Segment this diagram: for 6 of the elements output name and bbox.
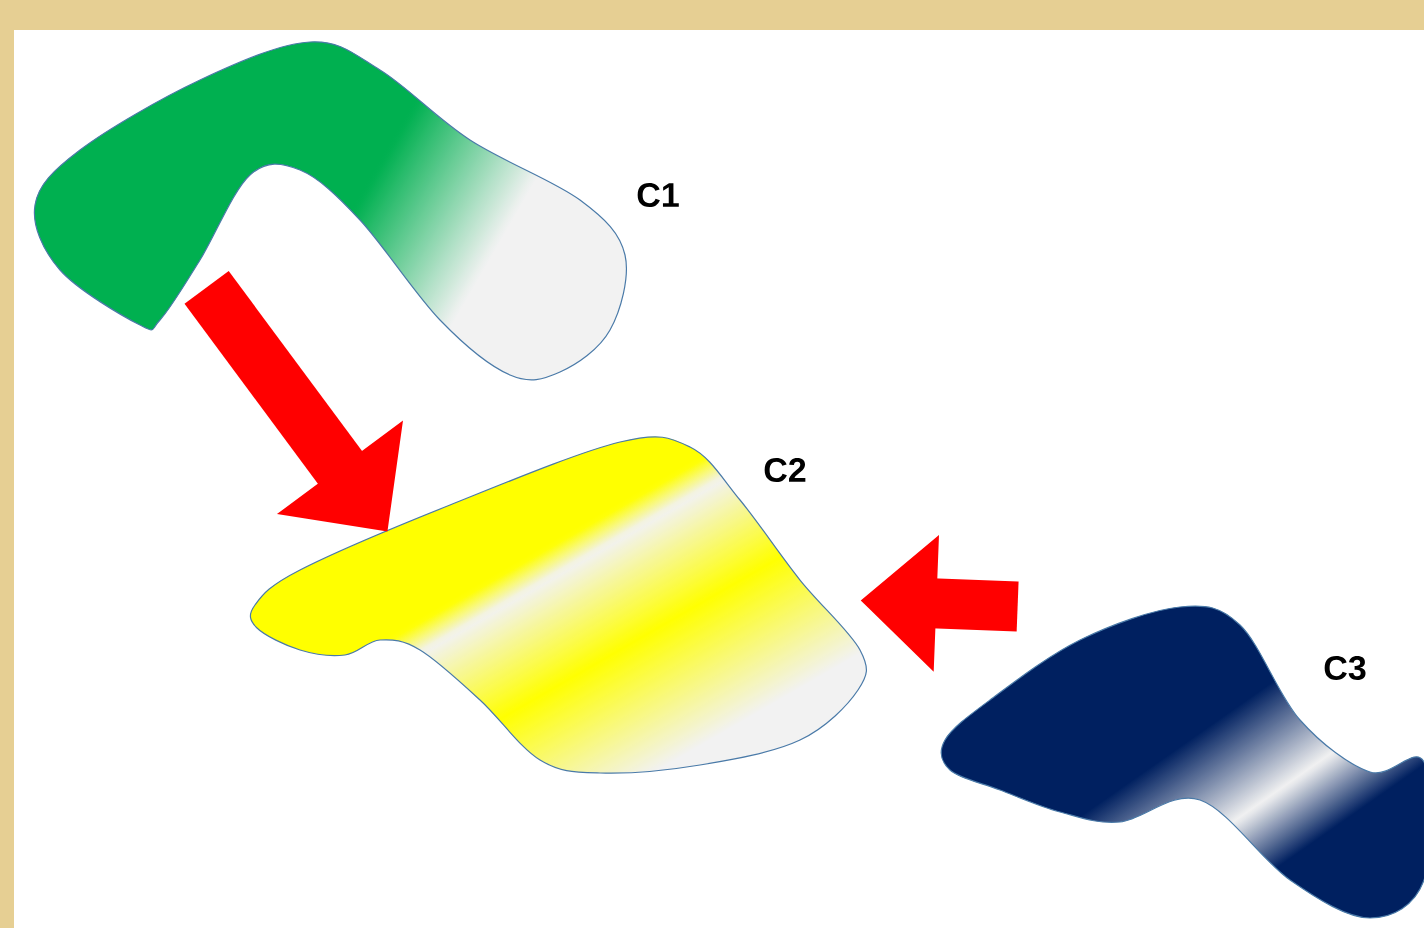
shape-label: C2 [764,457,806,483]
curved-shape [33,41,627,381]
curved-shape [249,436,867,774]
shape-label: C3 [1324,655,1366,681]
shape-label: C1 [637,182,679,208]
curved-shape [940,605,1424,919]
